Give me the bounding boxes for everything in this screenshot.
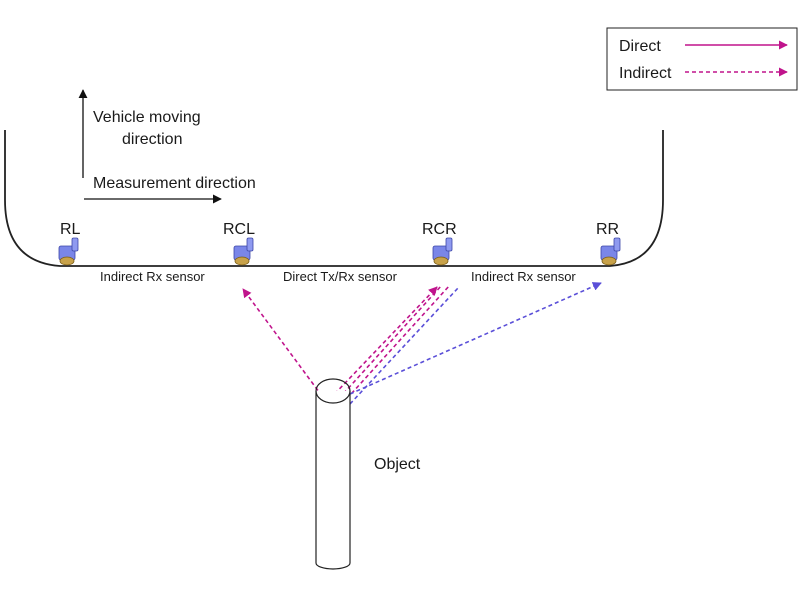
legend-direct-label: Direct bbox=[619, 38, 661, 55]
object-cylinder bbox=[315, 378, 351, 570]
legend-box bbox=[606, 27, 798, 91]
vehicle-outline bbox=[4, 130, 664, 267]
measurement-direction-label: Measurement direction bbox=[93, 175, 256, 192]
sensor-label-rl: RL bbox=[60, 221, 81, 238]
vehicle-moving-label-line2: direction bbox=[122, 131, 182, 148]
sensor-rcr bbox=[432, 237, 453, 266]
path-rcr-to-object-b bbox=[341, 284, 451, 405]
sensor-rl bbox=[58, 237, 79, 266]
segment-label-middle: Direct Tx/Rx sensor bbox=[283, 269, 398, 284]
vehicle-moving-label-line1: Vehicle moving bbox=[93, 109, 201, 126]
path-rcr-to-object-c bbox=[349, 287, 459, 405]
sensor-rr bbox=[600, 237, 621, 266]
legend: Direct Indirect bbox=[606, 27, 798, 91]
object-label: Object bbox=[374, 456, 421, 473]
sensor-label-rr: RR bbox=[596, 221, 619, 238]
legend-indirect-label: Indirect bbox=[619, 65, 672, 82]
segment-label-left: Indirect Rx sensor bbox=[100, 269, 205, 284]
segment-label-right: Indirect Rx sensor bbox=[471, 269, 576, 284]
sensor-label-rcl: RCL bbox=[223, 221, 255, 238]
path-object-to-rcr bbox=[324, 286, 438, 405]
sensor-label-rcr: RCR bbox=[422, 221, 457, 238]
path-object-to-rr bbox=[349, 282, 602, 395]
sensor-rcl bbox=[233, 237, 254, 266]
path-rcr-to-object-a bbox=[333, 284, 443, 405]
path-object-to-rcl bbox=[242, 288, 323, 397]
